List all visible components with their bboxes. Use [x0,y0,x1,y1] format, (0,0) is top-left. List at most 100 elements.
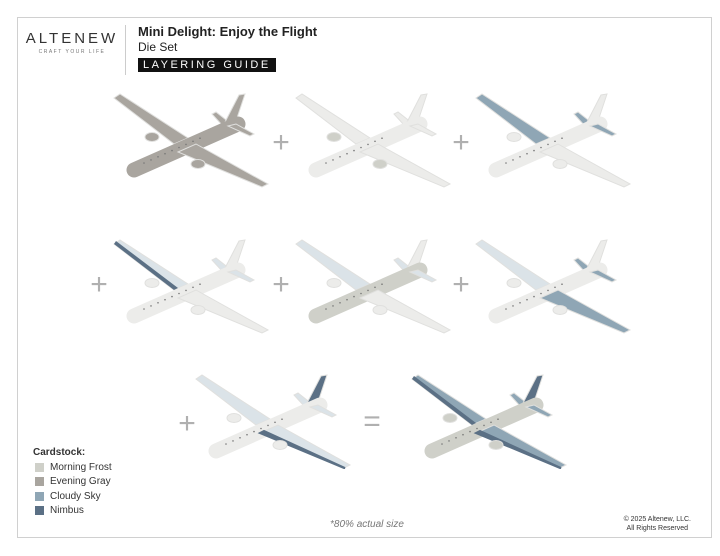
color-swatch [35,491,44,501]
fuselage [126,262,246,324]
window [346,298,348,301]
window [225,443,227,445]
engine [552,159,568,169]
window [483,424,485,427]
engine [326,278,342,288]
window [157,302,159,304]
window [157,156,159,158]
window [150,305,152,307]
fuselage [208,397,328,459]
window [455,437,457,439]
window [164,298,166,301]
engine [326,132,342,142]
window [497,418,499,420]
window [199,137,201,139]
window [505,308,507,310]
page-frame [17,17,712,538]
front-stabilizer [226,123,256,137]
legend-label: Morning Frost [50,461,112,473]
product-subtitle: Die Set [138,40,178,54]
window [185,289,187,292]
window [519,156,521,158]
window [374,140,376,143]
window [561,137,563,139]
window [381,137,383,139]
header-divider [125,25,126,75]
front-wing [176,289,270,334]
window [476,427,478,430]
window [239,437,241,439]
window [360,146,362,149]
brand-wordmark: ALTENEW [25,30,119,47]
window [267,424,269,427]
window [547,289,549,292]
legend-item: Cloudy Sky [33,489,112,504]
window [469,430,471,433]
window [178,146,180,149]
window [554,286,556,289]
legend-item: Nimbus [33,504,112,519]
window [339,302,341,304]
window [274,421,276,424]
product-title: Mini Delight: Enjoy the Flight [138,24,318,39]
layering-guide-badge: LAYERING GUIDE [138,58,276,72]
window [260,427,262,430]
window [232,440,234,442]
plus-sign: + [272,268,290,301]
fuselage [424,397,544,459]
window [185,143,187,146]
window [281,418,283,420]
window [360,292,362,295]
brand-tagline: CRAFT YOUR LIFE [38,49,106,55]
window [533,295,535,298]
equals-sign: = [363,405,381,438]
window [171,149,173,152]
plus-sign: + [452,126,470,159]
engine [190,159,206,169]
window [339,156,341,158]
window [547,143,549,146]
fuselage [126,116,246,178]
legend-label: Evening Gray [50,476,111,488]
legend-label: Nimbus [50,505,84,517]
window [192,140,194,143]
front-stabilizer [588,269,618,283]
window [171,295,173,298]
color-swatch [35,462,44,472]
airplane-step-7 [195,374,352,469]
front-wing [358,289,452,334]
engine [144,132,160,142]
copyright: © 2025 Altenew, LLC. All Rights Reserved [624,515,691,533]
window [178,292,180,295]
airplane-step-3 [475,93,632,188]
engine [190,305,206,315]
fuselage [308,262,428,324]
front-stabilizer [226,269,256,283]
window [374,286,376,289]
front-wing [538,143,632,188]
engine [442,413,458,423]
window [143,308,145,310]
front-stabilizer [588,123,618,137]
airplane-step-6 [475,239,632,334]
airplane-step-2 [295,93,452,188]
size-note: *80% actual size [330,519,404,530]
window [505,162,507,164]
window [353,295,355,298]
legend-item: Morning Frost [33,460,112,475]
color-swatch [35,506,44,516]
window [519,302,521,304]
window [143,162,145,164]
fuselage [488,262,608,324]
window [325,308,327,310]
front-wing [538,289,632,334]
front-wing [176,143,270,188]
window [332,305,334,307]
engine [506,132,522,142]
airplane-step-8 [411,374,568,469]
plus-sign: + [272,126,290,159]
window [381,283,383,285]
front-wing [358,143,452,188]
